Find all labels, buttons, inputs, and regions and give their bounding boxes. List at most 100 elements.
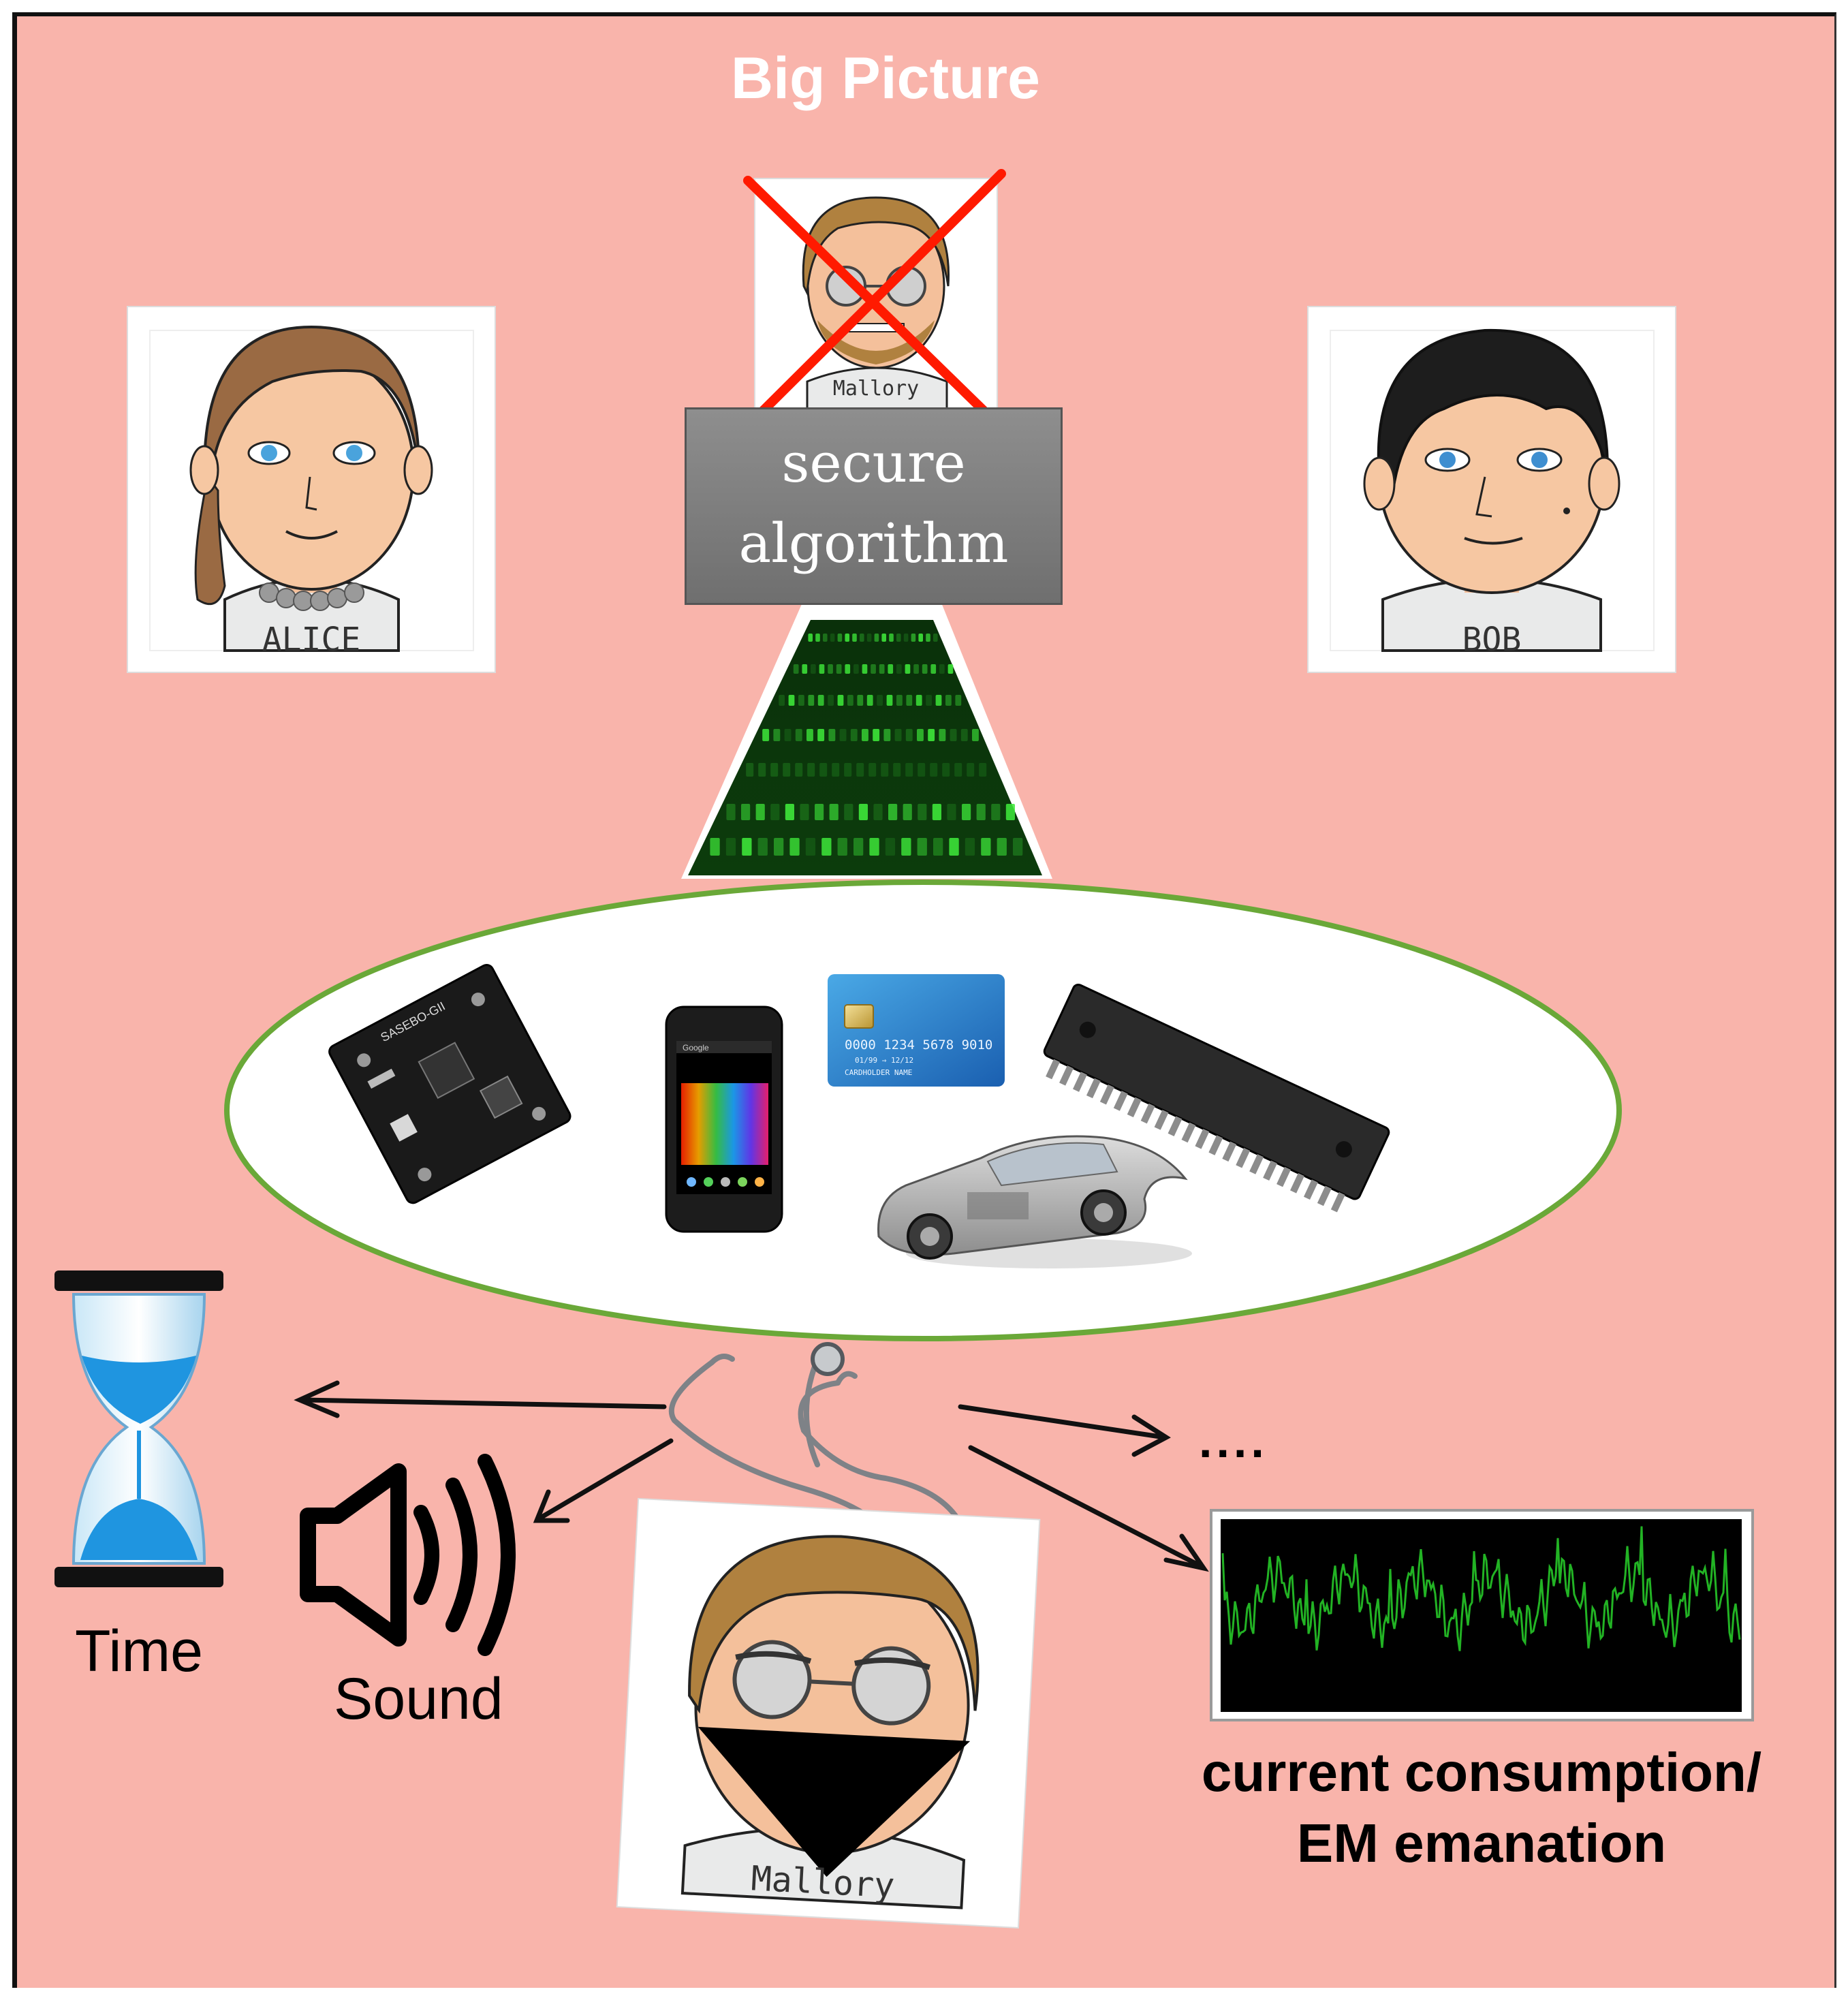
matrix-glyph <box>873 729 880 741</box>
matrix-glyph <box>881 634 886 642</box>
em-emanation-label: current consumption/ EM emanation <box>1124 1737 1839 1879</box>
bob-card: BOB <box>1307 306 1676 673</box>
matrix-glyph <box>932 804 941 820</box>
matrix-glyph <box>915 695 922 706</box>
matrix-glyph <box>905 763 913 777</box>
matrix-glyph <box>746 763 754 777</box>
chip-pin <box>1195 1128 1210 1149</box>
devices-group: SASEBO-GII Google 0000 1234 5678 9010 01… <box>224 879 1622 1341</box>
matrix-glyph <box>788 695 795 706</box>
devices-ellipse <box>224 879 1622 1341</box>
matrix-glyph <box>789 838 800 856</box>
matrix-glyph <box>939 729 946 741</box>
arrow-to-em <box>968 1445 1209 1572</box>
matrix-glyph <box>866 634 872 642</box>
matrix-glyph <box>918 804 927 820</box>
hourglass-icon <box>54 1270 223 1587</box>
mallory-bottom-avatar <box>680 1535 980 1909</box>
matrix-glyph <box>807 763 815 777</box>
matrix-glyph <box>945 695 952 706</box>
mallory-bottom-name-tag: Mallory <box>750 1858 895 1905</box>
matrix-glyph <box>808 695 815 706</box>
matrix-glyph <box>939 664 945 674</box>
matrix-glyph <box>881 763 889 777</box>
chip-pin <box>1208 1135 1223 1155</box>
matrix-glyph <box>991 804 1001 820</box>
matrix-glyph <box>798 695 804 706</box>
card-number: 0000 1234 5678 9010 <box>845 1038 992 1052</box>
matrix-glyph <box>853 664 859 674</box>
chip-pin <box>1046 1059 1061 1080</box>
matrix-glyph <box>930 664 937 674</box>
matrix-glyph <box>844 763 852 777</box>
matrix-glyph <box>965 838 975 856</box>
matrix-glyph <box>955 695 962 706</box>
chip-pin <box>1154 1110 1169 1130</box>
matrix-glyph <box>926 695 932 706</box>
smartphone-icon: Google <box>665 1005 783 1233</box>
matrix-glyph <box>795 729 802 741</box>
chip-pin <box>1290 1173 1304 1194</box>
chip-pin <box>1317 1185 1332 1206</box>
matrix-glyph <box>800 804 809 820</box>
matrix-glyph <box>981 838 991 856</box>
matrix-glyph <box>930 763 938 777</box>
matrix-glyph <box>874 634 879 642</box>
matrix-glyph <box>893 763 901 777</box>
car-icon <box>877 1135 1192 1268</box>
matrix-glyph <box>967 763 975 777</box>
matrix-glyph <box>942 763 950 777</box>
em-label-line-1: current consumption/ <box>1201 1742 1762 1803</box>
matrix-glyph <box>755 804 765 820</box>
alice-name-tag: ALICE <box>262 621 361 659</box>
matrix-glyph <box>806 729 813 741</box>
algorithm-line-2: algorithm <box>738 512 1009 575</box>
matrix-glyph <box>832 763 840 777</box>
matrix-glyph <box>871 664 876 674</box>
matrix-glyph <box>802 664 808 674</box>
matrix-glyph <box>933 634 938 642</box>
matrix-glyph <box>888 804 898 820</box>
matrix-glyph <box>896 695 903 706</box>
matrix-glyph <box>905 729 913 741</box>
matrix-glyph <box>949 838 959 856</box>
matrix-glyph <box>889 634 894 642</box>
matrix-glyph <box>779 695 785 706</box>
matrix-glyph <box>877 695 883 706</box>
matrix-glyph <box>962 804 971 820</box>
matrix-glyph <box>726 804 736 820</box>
matrix-glyph <box>883 729 891 741</box>
matrix-glyph <box>860 634 864 642</box>
matrix-glyph <box>758 763 766 777</box>
matrix-glyph <box>742 838 752 856</box>
matrix-glyph <box>979 763 987 777</box>
card-holder: CARDHOLDER NAME <box>845 1068 912 1077</box>
matrix-glyph <box>725 838 736 856</box>
matrix-glyph <box>784 729 792 741</box>
time-label: Time <box>75 1619 203 1684</box>
matrix-glyph <box>811 664 816 674</box>
chip-pin <box>1099 1084 1114 1105</box>
matrix-glyph <box>913 664 919 674</box>
matrix-glyph <box>858 804 868 820</box>
matrix-glyph <box>828 695 834 706</box>
matrix-glyph <box>903 634 909 642</box>
matrix-glyph <box>866 695 873 706</box>
matrix-glyph <box>868 763 877 777</box>
matrix-glyph <box>829 804 839 820</box>
matrix-glyph <box>770 763 779 777</box>
matrix-glyph <box>903 804 912 820</box>
matrix-glyph <box>862 729 868 741</box>
em-label-line-2: EM emanation <box>1296 1813 1667 1873</box>
matrix-glyph <box>905 664 911 674</box>
matrix-glyph <box>793 664 799 674</box>
matrix-glyph <box>837 695 844 706</box>
matrix-glyph <box>837 838 847 856</box>
matrix-glyph <box>873 804 883 820</box>
matrix-glyph <box>805 838 816 856</box>
matrix-glyph <box>808 634 813 642</box>
matrix-glyph <box>853 838 864 856</box>
em-trace-panel <box>1210 1509 1754 1721</box>
matrix-glyph <box>828 729 836 741</box>
